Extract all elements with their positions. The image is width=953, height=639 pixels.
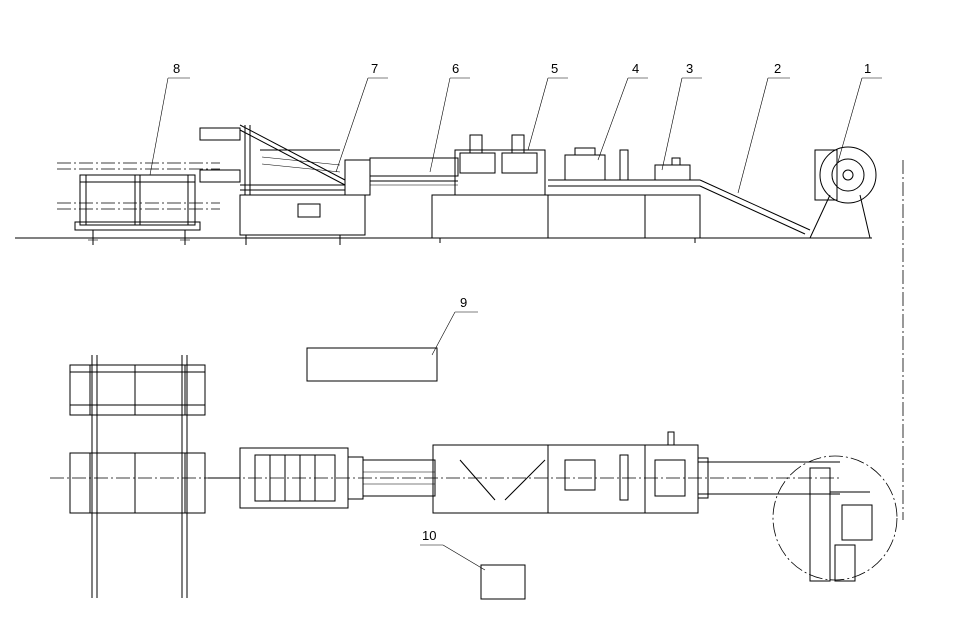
stacking-table-plan xyxy=(69,355,206,598)
processing-machine-plan xyxy=(432,431,699,514)
plan-view xyxy=(50,355,898,598)
feed-line-plan xyxy=(697,457,840,499)
decoiler-plan xyxy=(772,455,898,582)
callout-5: 5 xyxy=(551,61,558,76)
decoiler-side xyxy=(808,146,877,239)
hydraulic-unit-box xyxy=(480,564,526,600)
callout-2: 2 xyxy=(774,61,781,76)
callout-4: 4 xyxy=(632,61,639,76)
callout-8: 8 xyxy=(173,61,180,76)
callout-6: 6 xyxy=(452,61,459,76)
conveyor-side xyxy=(369,157,459,186)
callout-10: 10 xyxy=(422,528,436,543)
control-panel-box xyxy=(306,347,438,382)
stacker-side xyxy=(199,124,371,245)
stacking-table-side xyxy=(57,162,220,245)
feed-ramp-side xyxy=(699,179,811,235)
processing-machine-side xyxy=(431,134,701,243)
callout-9: 9 xyxy=(460,295,467,310)
side-elevation-view xyxy=(15,124,904,520)
callouts: 1 2 3 4 5 6 7 8 9 10 xyxy=(149,61,882,571)
callout-1: 1 xyxy=(864,61,871,76)
stacker-plan xyxy=(208,447,364,509)
callout-3: 3 xyxy=(686,61,693,76)
conveyor-plan xyxy=(362,459,436,497)
callout-7: 7 xyxy=(371,61,378,76)
